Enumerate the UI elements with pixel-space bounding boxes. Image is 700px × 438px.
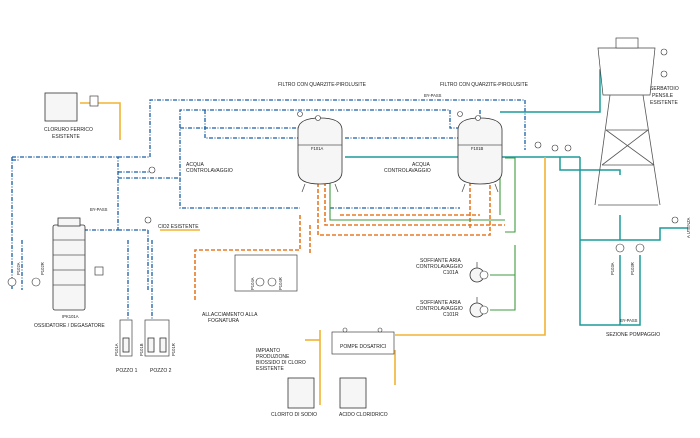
well-2-label: POZZO 2 (150, 368, 172, 374)
sewer-label-2: FOGNATURA (208, 318, 240, 324)
pump-a-tag: P103A (610, 262, 615, 275)
blower-a-label-2: CONTROLAVAGGIO (416, 264, 463, 270)
blower-c101a: SOFFIANTE ARIA CONTROLAVAGGIO C101A (416, 258, 489, 283)
filter-b-tag: F101B (471, 146, 484, 151)
left-pump-a-tag: P102A (16, 262, 21, 275)
pump-section-label: SEZIONE POMPAGGIO (606, 332, 660, 338)
tank-label-3: ESISTENTE (650, 100, 678, 106)
ferric-chloride-label-1: CLORURO FERRICO (44, 127, 93, 133)
hydrochloric-acid-label: ACIDO CLORIDRICO (339, 412, 388, 418)
clo2-plant-label-1: IMPIANTO (256, 348, 280, 354)
ferric-chloride-tank: CLORURO FERRICO ESISTENTE (44, 92, 99, 140)
chemical-lines (80, 102, 546, 405)
clo2-plant-label-4: ESISTENTE (256, 366, 284, 372)
well-2: P101B P101R POZZO 2 (139, 319, 176, 374)
well-pump-b-tag: P101B (139, 343, 144, 356)
elevated-water-tank: SERBATOIO PENSILE ESISTENTE (594, 37, 679, 206)
blower-a-label-3: C101A (443, 270, 459, 276)
tank-label-1: SERBATOIO (650, 86, 679, 92)
blower-r-label-2: CONTROLAVAGGIO (416, 306, 463, 312)
bypass-right-label: BY-PASS (620, 318, 638, 323)
clo2-injection-icon (144, 216, 152, 224)
clo2-existing-label: ClO2 ESISTENTE (158, 224, 199, 230)
treated-water-lines (345, 69, 688, 326)
well-pump-r-tag: P101R (171, 343, 176, 356)
well-pump-a-tag: P101A (114, 343, 119, 356)
instrument-icon (148, 166, 156, 174)
sampler-icon (534, 141, 542, 149)
oxidizer-degasser: IPK101A OSSIDATORE / DEGASATORE (34, 217, 105, 329)
blower-r-label-3: C101R (443, 312, 459, 318)
pump-r-tag: P103R (630, 262, 635, 275)
ferric-chloride-label-2: ESISTENTE (52, 134, 80, 140)
backwash-b-label-1: ACQUA (412, 162, 430, 168)
left-pumps: P102A P102R (7, 262, 45, 287)
blower-r-label-1: SOFFIANTE ARIA (420, 300, 462, 306)
sewer-label-1: ALLACCIAMENTO ALLA (202, 312, 258, 318)
filter-f101a: F101A (297, 111, 343, 193)
pump-section: P103A P103R BY-PASS SEZIONE POMPAGGIO A … (606, 216, 691, 338)
dosing-pumps-label: POMPE DOSATRICI (340, 344, 386, 350)
left-pump-r-tag: P102R (40, 262, 45, 275)
sewer-pump-b-tag: P104R (278, 277, 283, 290)
bypass-top-label: BY-PASS (424, 93, 442, 98)
well-1-label: POZZO 1 (116, 368, 138, 374)
sodium-chlorite-tank: CLORITO DI SODIO (271, 377, 317, 418)
tank-label-2: PENSILE (652, 93, 674, 99)
oxidizer-label: OSSIDATORE / DEGASATORE (34, 323, 105, 329)
to-utility-label: A UTENZA (686, 217, 691, 238)
flow-meter-icon (551, 144, 559, 152)
clo2-plant-label-3: BIOSSIDO DI CLORO (256, 360, 306, 366)
clo2-plant-label: IMPIANTO PRODUZIONE BIOSSIDO DI CLORO ES… (256, 348, 306, 372)
bypass-left-label: BY-PASS (90, 207, 108, 212)
hydrochloric-acid-tank: ACIDO CLORIDRICO (339, 377, 388, 418)
backwash-a-label-1: ACQUA (186, 162, 204, 168)
pressure-gauge-icon (564, 144, 572, 152)
blower-a-label-1: SOFFIANTE ARIA (420, 258, 462, 264)
sewer-pit: P104A P104R ALLACCIAMENTO ALLA FOGNATURA (202, 254, 298, 324)
oxidizer-tag: IPK101A (62, 314, 79, 319)
filter-b-title: FILTRO CON QUARZITE-PIROLUSITE (440, 82, 529, 88)
backwash-a-label-2: CONTROLAVAGGIO (186, 168, 233, 174)
backwash-b-label-2: CONTROLAVAGGIO (384, 168, 431, 174)
filter-f101b: F101B (457, 111, 503, 193)
filter-a-tag: F101A (311, 146, 324, 151)
blower-c101r: SOFFIANTE ARIA CONTROLAVAGGIO C101R (416, 297, 489, 318)
well-1: P101A POZZO 1 (114, 319, 138, 374)
clo2-plant-label-2: PRODUZIONE (256, 354, 290, 360)
backwash-drain-lines (194, 165, 505, 300)
dosing-pumps: POMPE DOSATRICI (331, 327, 395, 355)
sewer-pump-a-tag: P104A (250, 277, 255, 290)
sodium-chlorite-label: CLORITO DI SODIO (271, 412, 317, 418)
filter-a-title: FILTRO CON QUARZITE-PIROLUSITE (278, 82, 367, 88)
